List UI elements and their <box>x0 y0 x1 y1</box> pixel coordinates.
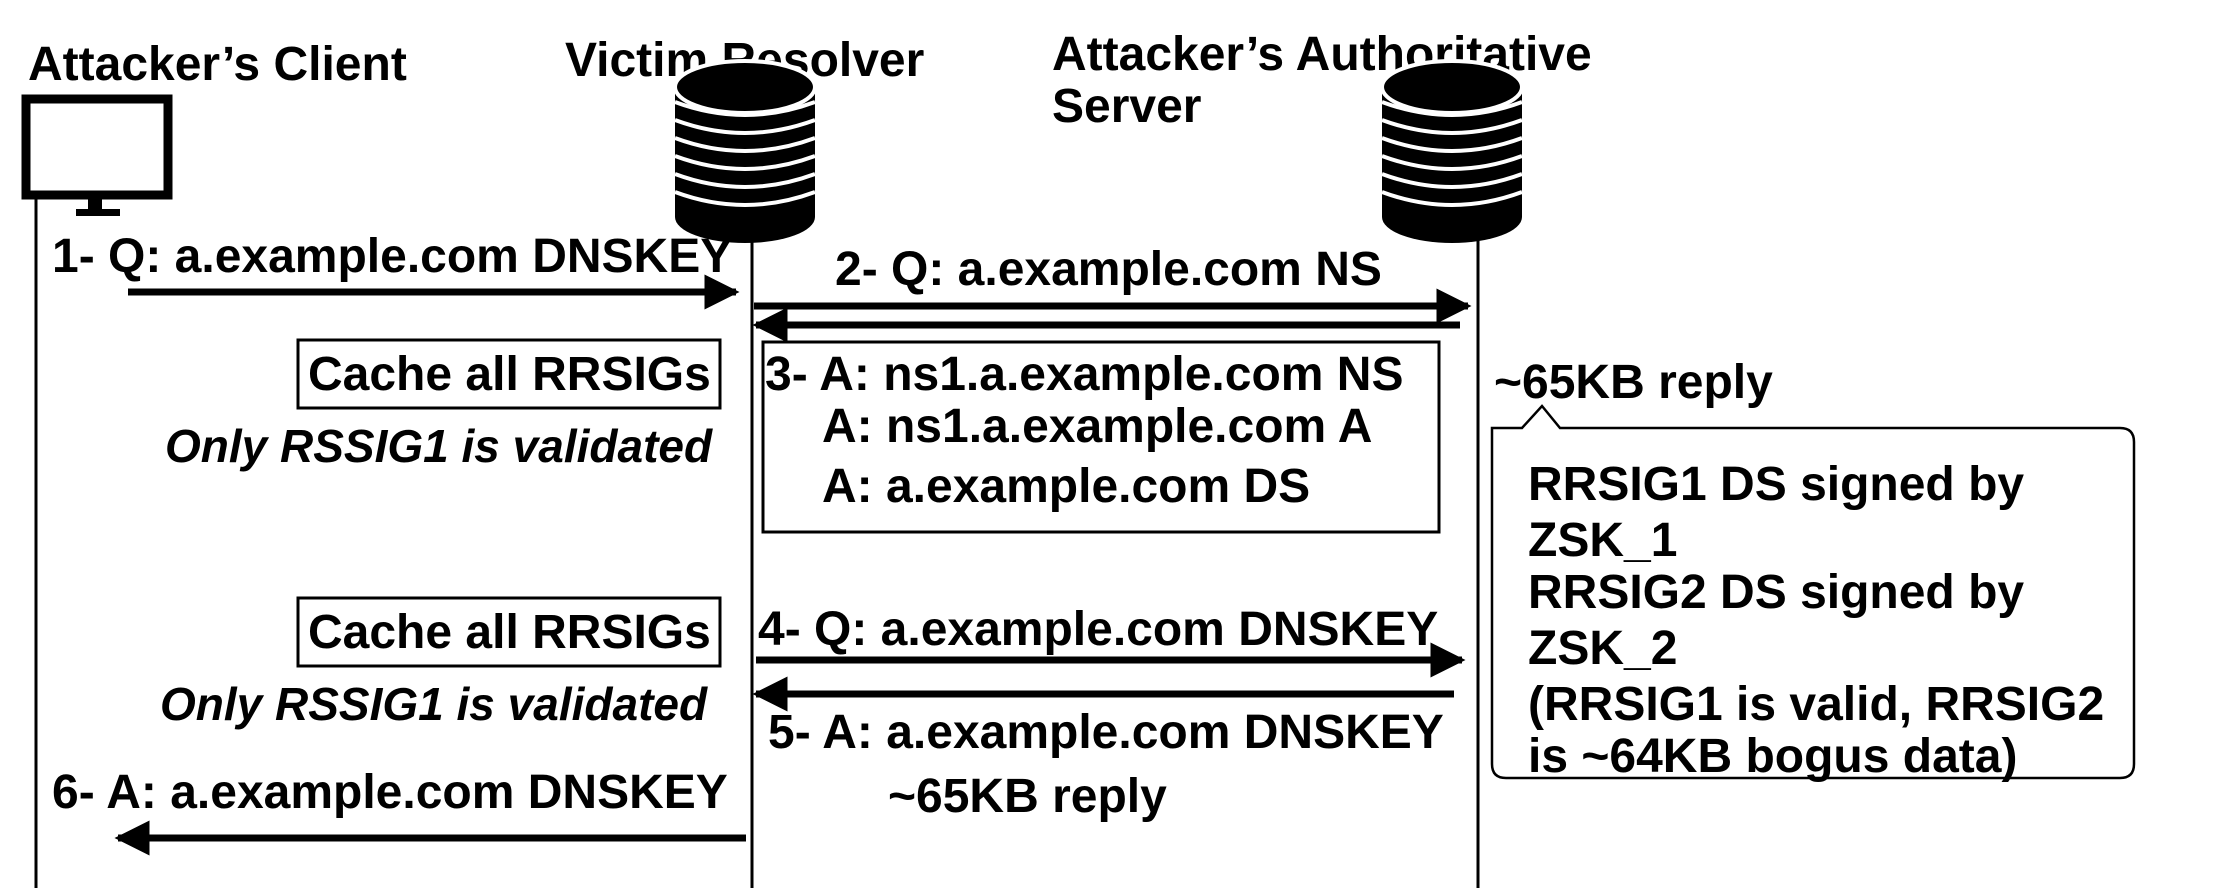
message-5-size: ~65KB reply <box>888 770 1167 823</box>
validated-note-1: Only RSSIG1 is validated <box>165 420 713 472</box>
message-2-label: 2- Q: a.example.com NS <box>835 243 1382 296</box>
callout-line1: RRSIG1 DS signed by <box>1528 458 2024 511</box>
cache-note-box-2 <box>296 596 722 668</box>
message-6-label: 6- A: a.example.com DNSKEY <box>52 766 728 819</box>
message-3-box <box>761 340 1441 534</box>
message-3-line3: A: a.example.com DS <box>822 460 1310 513</box>
cache-note-box-1 <box>296 338 722 410</box>
message-5-label: 5- A: a.example.com DNSKEY <box>768 706 1444 759</box>
database-icon <box>673 59 817 243</box>
cache-note-1: Cache all RRSIGs <box>308 348 711 401</box>
message-4-label: 4- Q: a.example.com DNSKEY <box>758 603 1438 656</box>
database-icon <box>1380 59 1524 243</box>
monitor-icon <box>21 94 173 216</box>
callout-line6: is ~64KB bogus data) <box>1528 730 2017 783</box>
message-3-line1: 3- A: ns1.a.example.com NS <box>765 348 1403 401</box>
callout-line2: ZSK_1 <box>1528 514 1677 567</box>
message-3-line2: A: ns1.a.example.com A <box>822 400 1372 453</box>
auth-server-title-line2: Server <box>1052 80 1201 133</box>
validated-note-2: Only RSSIG1 is validated <box>160 678 708 730</box>
cache-note-2: Cache all RRSIGs <box>308 606 711 659</box>
reply-callout <box>1490 404 2136 780</box>
reply-size-label: ~65KB reply <box>1494 356 1773 409</box>
callout-line4: ZSK_2 <box>1528 622 1677 675</box>
callout-line3: RRSIG2 DS signed by <box>1528 566 2024 619</box>
callout-line5: (RRSIG1 is valid, RRSIG2 <box>1528 678 2104 731</box>
message-1-label: 1- Q: a.example.com DNSKEY <box>52 230 732 283</box>
client-title: Attacker’s Client <box>28 38 407 91</box>
